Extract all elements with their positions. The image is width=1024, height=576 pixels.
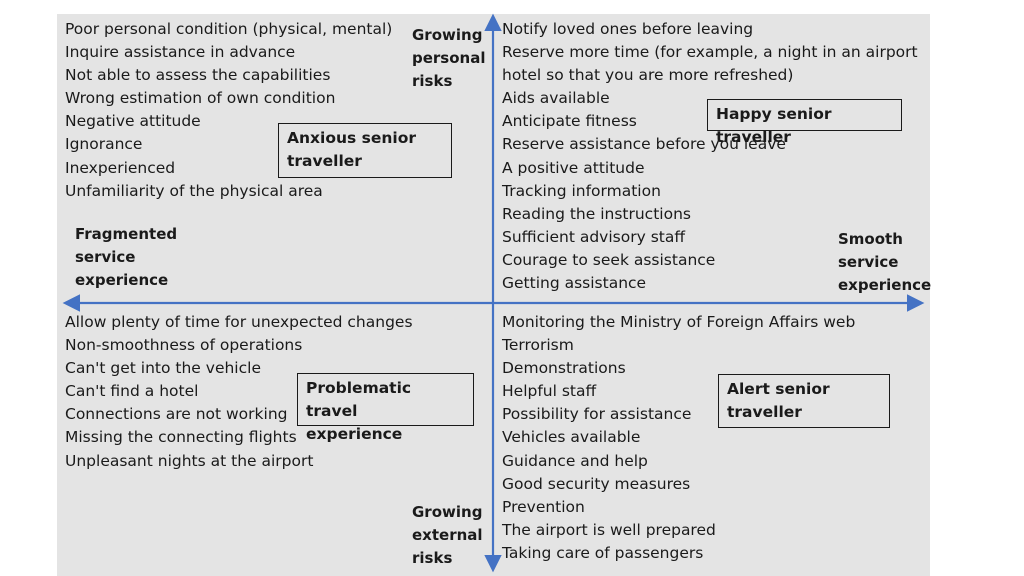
list-bottom-right: Monitoring the Ministry of Foreign Affai… (502, 311, 855, 565)
list-item: Sufficient advisory staff (502, 227, 686, 246)
list-item: Helpful staff (502, 382, 597, 401)
list-item: Poor personal condition (physical, menta… (65, 20, 393, 38)
list-item: Taking care of passengers (502, 543, 704, 562)
list-item: The airport is well prepared (502, 520, 716, 539)
quadrant-title-happy: Happy senior traveller (707, 99, 902, 146)
list-item: Reserve assistance before you leave (502, 135, 786, 154)
list-item: Courage to seek assistance (502, 250, 716, 269)
list-item: Can't get into the vehicle (65, 359, 261, 378)
list-item: Tracking information (502, 181, 661, 200)
list-item: Unpleasant nights at the airport (65, 451, 314, 470)
list-item: Vehicles available (502, 428, 641, 447)
quadrant-bottom-right (493, 304, 930, 576)
list-item: Non-smoothness of operations (65, 336, 303, 355)
quadrant-title-problematic: Problematic travel experience (297, 373, 474, 443)
axis-label-top: Growing personal risks (412, 26, 486, 90)
axis-label-left: Fragmented service experience (75, 225, 178, 289)
list-item: Reserve more time (for example, a night … (502, 43, 918, 62)
list-item: Notify loved ones before leaving (502, 20, 754, 38)
list-item: Monitoring the Ministry of Foreign Affai… (502, 313, 856, 331)
list-item: Good security measures (502, 474, 691, 493)
list-item: Getting assistance (502, 274, 647, 293)
list-item: Reading the instructions (502, 204, 691, 223)
list-item: Allow plenty of time for unexpected chan… (65, 313, 413, 331)
list-item: Can't find a hotel (65, 382, 199, 401)
list-item: Negative attitude (65, 112, 201, 131)
quadrant-title-anxious: Anxious senior traveller (278, 123, 452, 178)
list-item: Prevention (502, 497, 585, 516)
list-item: A positive attitude (502, 158, 645, 177)
list-item: Connections are not working (65, 405, 288, 424)
list-item: Demonstrations (502, 359, 626, 378)
list-item: Missing the connecting flights (65, 428, 297, 447)
quadrant-top-right (493, 14, 930, 304)
list-item: Unfamiliarity of the physical area (65, 181, 323, 200)
list-item: Not able to assess the capabilities (65, 66, 331, 85)
list-item: Ignorance (65, 135, 143, 154)
axis-label-bottom: Growing external risks (412, 503, 483, 567)
list-item: Inexperienced (65, 158, 176, 177)
list-bottom-left: Allow plenty of time for unexpected chan… (65, 311, 413, 473)
quadrant-title-alert: Alert senior traveller (718, 374, 890, 428)
list-item: Terrorism (502, 336, 574, 355)
list-item: Wrong estimation of own condition (65, 89, 336, 108)
list-item: Aids available (502, 89, 610, 108)
list-item: Inquire assistance in advance (65, 43, 296, 62)
list-item: Guidance and help (502, 451, 648, 470)
quadrant-bottom-left (57, 304, 493, 576)
list-item: hotel so that you are more refreshed) (502, 66, 794, 85)
list-top-left: Poor personal condition (physical, menta… (65, 18, 392, 203)
list-item: Anticipate fitness (502, 112, 637, 131)
list-item: Possibility for assistance (502, 405, 692, 424)
axis-label-right: Smooth service experience (838, 230, 932, 294)
